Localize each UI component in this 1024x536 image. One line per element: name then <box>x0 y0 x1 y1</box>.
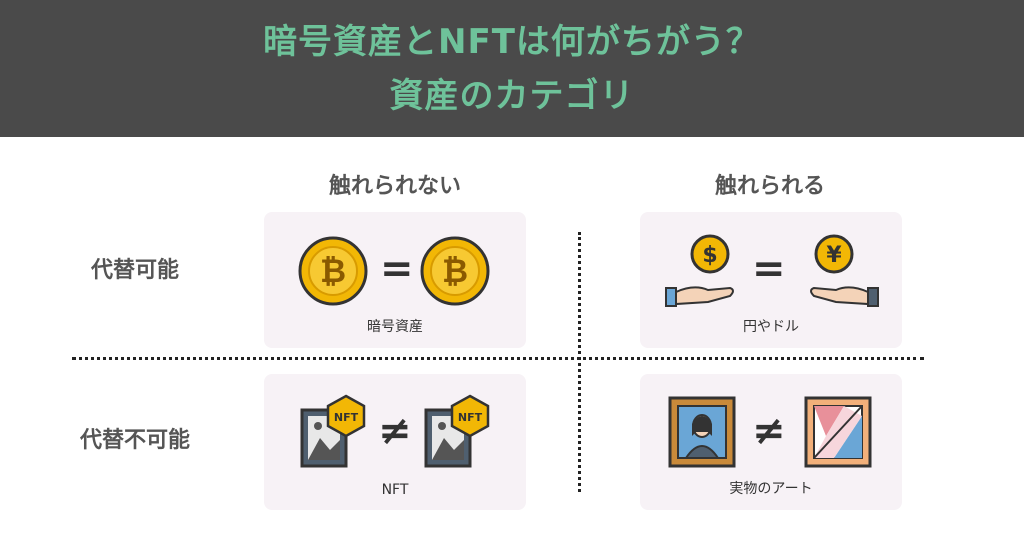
equal-sign: = <box>752 246 786 292</box>
row-header-non-fungible: 代替不可能 <box>79 428 190 453</box>
nft-image-icon: NFT <box>300 394 366 468</box>
caption-art: 実物のアート <box>729 481 813 497</box>
caption-fiat: 円やドル <box>743 319 799 335</box>
yen-coin-hand-icon: ¥ <box>810 234 879 307</box>
column-header-tangible: 触れられる <box>714 174 825 199</box>
title-line-2: 資産のカテゴリ <box>389 75 635 116</box>
card-crypto: ₿ = ₿ 暗号資産 <box>264 212 526 348</box>
nft-image-icon: NFT <box>424 394 490 468</box>
header-banner: 暗号資産とNFTは何がちがう？ 資産のカテゴリ <box>0 0 1024 137</box>
horizontal-divider <box>72 357 924 360</box>
bitcoin-icon: ₿ <box>298 236 368 306</box>
caption-nft: NFT <box>381 482 409 498</box>
abstract-art-frame-icon <box>804 396 872 468</box>
vertical-divider <box>578 232 581 492</box>
dollar-coin-hand-icon: $ <box>665 234 734 307</box>
svg-text:₿: ₿ <box>320 252 346 290</box>
caption-crypto: 暗号資産 <box>367 319 423 335</box>
svg-text:$: $ <box>702 243 717 268</box>
card-nft: NFT ≠ NFT NFT <box>264 374 526 510</box>
card-fiat: $ = ¥ 円やドル <box>640 212 902 348</box>
title-line-1: 暗号資産とNFTは何がちがう？ <box>263 21 761 62</box>
equal-sign: = <box>380 246 414 292</box>
nft-badge-text: NFT <box>334 411 359 424</box>
mona-lisa-frame-icon <box>668 396 736 468</box>
svg-text:¥: ¥ <box>826 243 842 268</box>
svg-text:₿: ₿ <box>442 252 468 290</box>
nft-badge-text: NFT <box>458 411 483 424</box>
bitcoin-icon: ₿ <box>420 236 490 306</box>
column-header-intangible: 触れられない <box>328 174 461 199</box>
card-art: ≠ 実物のアート <box>640 374 902 510</box>
not-equal-sign: ≠ <box>378 408 412 454</box>
not-equal-sign: ≠ <box>752 408 786 454</box>
row-header-fungible: 代替可能 <box>90 258 179 283</box>
